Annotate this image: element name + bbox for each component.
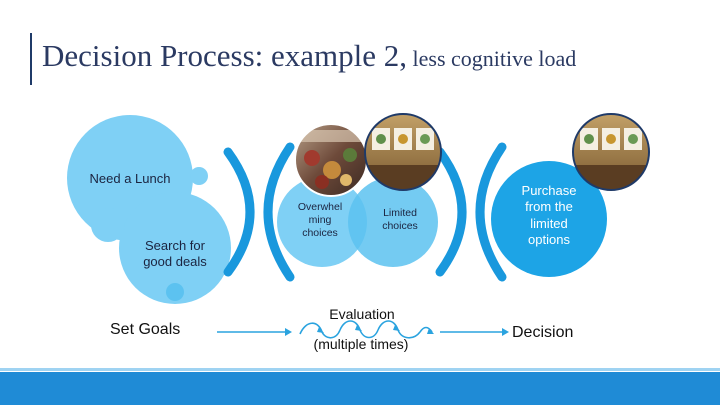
slide-title: Decision Process: example 2, less cognit… <box>42 38 576 74</box>
title-accent-bar <box>30 33 32 85</box>
bracket-open-2 <box>475 142 507 282</box>
evaluation-loop-arrows <box>299 320 433 339</box>
search-deals-label: Search for good deals <box>143 238 207 270</box>
arrow-evaluation-to-decision <box>440 328 509 336</box>
purchase-circle <box>491 161 607 277</box>
evaluation-label: Evaluation <box>329 306 395 322</box>
bracket-close-1 <box>223 147 255 277</box>
food-photo <box>294 123 368 197</box>
slide-title-main: Decision Process: example 2, <box>42 38 408 73</box>
small-bubble <box>91 208 125 242</box>
limited-choices-circle <box>348 177 438 267</box>
overwhelming-choices-label: Overwhel ming choices <box>297 201 343 240</box>
set-goals-cluster <box>67 115 231 304</box>
evaluation-cluster <box>277 177 438 267</box>
set-goals-label: Set Goals <box>110 321 181 338</box>
bracket-open-1 <box>263 142 295 282</box>
limited-choices-label: Limited choices <box>382 207 418 233</box>
loop-arrowheads <box>317 325 434 334</box>
purchase-label: Purchase from the limited options <box>521 183 577 247</box>
overwhelming-choices-circle <box>277 177 367 267</box>
footer-accent-line <box>0 368 720 371</box>
evaluation-sublabel: (multiple times) <box>313 336 409 352</box>
small-bubble <box>190 167 208 185</box>
decision-label: Decision <box>512 324 574 341</box>
slide-title-sub: less cognitive load <box>407 46 577 71</box>
need-lunch-label: Need a Lunch <box>89 171 171 186</box>
menu-board-photo <box>572 113 650 191</box>
bracket-close-2 <box>435 147 467 277</box>
small-bubble <box>166 283 184 301</box>
footer-bar <box>0 372 720 405</box>
arrow-goals-to-evaluation <box>217 328 292 336</box>
search-deals-circle <box>119 192 231 304</box>
